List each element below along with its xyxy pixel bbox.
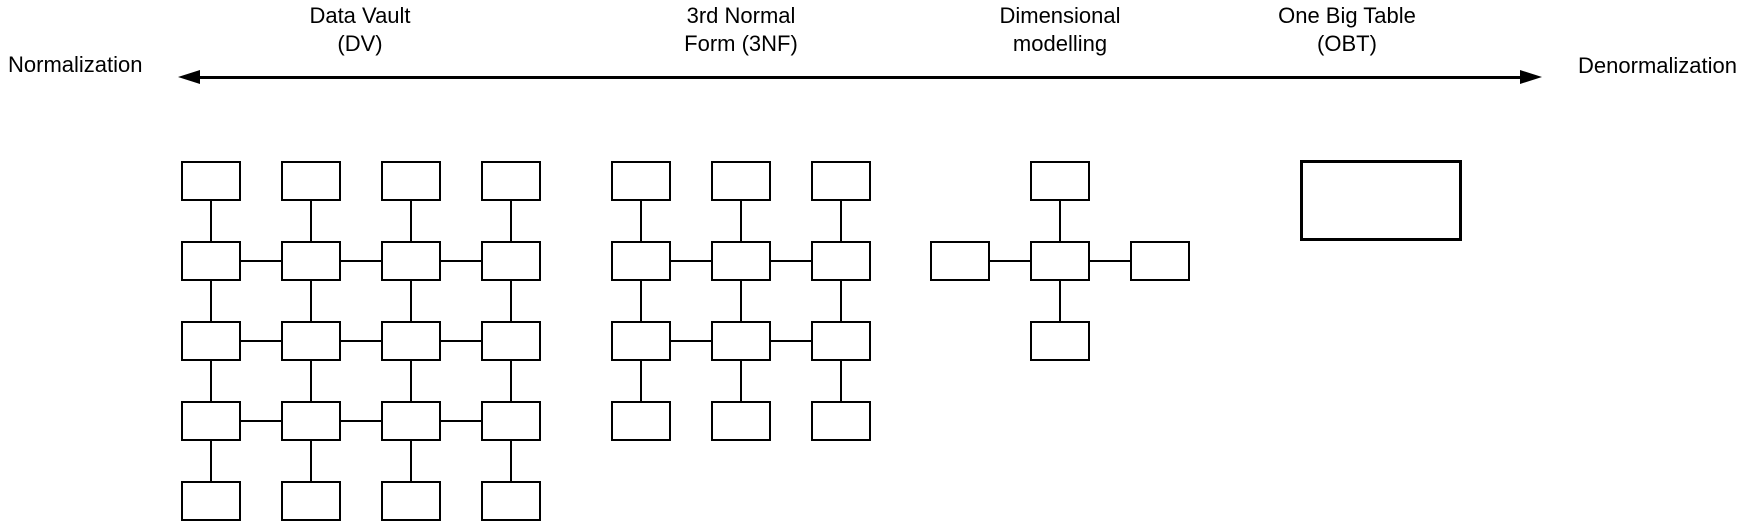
section-label-dimensional: Dimensional modelling <box>999 2 1120 58</box>
dv-table-box <box>481 161 541 201</box>
tnf-table-box <box>611 401 671 441</box>
section-label-line: Form (3NF) <box>684 31 798 56</box>
dv-h-connector <box>441 420 481 422</box>
tnf-v-connector <box>740 281 742 321</box>
section-label-line: modelling <box>1012 31 1108 56</box>
dv-v-connector <box>310 361 312 401</box>
dv-v-connector <box>510 441 512 481</box>
section-label-line: 3rd Normal <box>686 3 796 28</box>
tnf-table-box <box>611 161 671 201</box>
dim-table-box <box>1030 241 1090 281</box>
dv-v-connector <box>410 361 412 401</box>
dv-v-connector <box>210 441 212 481</box>
dv-table-box <box>181 161 241 201</box>
dv-table-box <box>181 401 241 441</box>
tnf-table-box <box>711 241 771 281</box>
dv-table-box <box>281 161 341 201</box>
denormalization-label: Denormalization <box>1578 53 1737 78</box>
tnf-v-connector <box>840 281 842 321</box>
tnf-v-connector <box>640 281 642 321</box>
dv-table-box <box>381 401 441 441</box>
arrowhead-right-icon <box>1520 70 1542 84</box>
tnf-h-connector <box>671 260 711 262</box>
dv-table-box <box>181 321 241 361</box>
tnf-v-connector <box>840 361 842 401</box>
tnf-table-box <box>711 401 771 441</box>
dv-h-connector <box>341 260 381 262</box>
section-label-line: (OBT) <box>1317 31 1377 56</box>
dv-v-connector <box>410 441 412 481</box>
dv-v-connector <box>410 281 412 321</box>
section-label-obt: One Big Table (OBT) <box>1278 2 1416 58</box>
tnf-h-connector <box>771 260 811 262</box>
dv-v-connector <box>510 201 512 241</box>
dv-table-box <box>181 241 241 281</box>
tnf-table-box <box>811 401 871 441</box>
dim-v-connector <box>1059 281 1061 321</box>
tnf-h-connector <box>771 340 811 342</box>
dv-table-box <box>381 321 441 361</box>
dv-v-connector <box>210 201 212 241</box>
dv-table-box <box>281 401 341 441</box>
tnf-table-box <box>711 321 771 361</box>
tnf-h-connector <box>671 340 711 342</box>
dv-table-box <box>481 321 541 361</box>
dv-table-box <box>381 161 441 201</box>
dv-v-connector <box>510 361 512 401</box>
arrowhead-left-icon <box>178 70 200 84</box>
tnf-table-box <box>811 321 871 361</box>
tnf-table-box <box>611 321 671 361</box>
dv-h-connector <box>341 340 381 342</box>
dv-table-box <box>181 481 241 521</box>
dv-v-connector <box>210 361 212 401</box>
spectrum-arrow-line <box>192 76 1522 79</box>
dv-h-connector <box>241 260 281 262</box>
dv-table-box <box>381 481 441 521</box>
section-label-line: One Big Table <box>1278 3 1416 28</box>
dv-h-connector <box>341 420 381 422</box>
tnf-v-connector <box>640 201 642 241</box>
dv-table-box <box>381 241 441 281</box>
dv-table-box <box>481 481 541 521</box>
normalization-label: Normalization <box>8 52 143 77</box>
tnf-table-box <box>711 161 771 201</box>
dv-h-connector <box>441 340 481 342</box>
section-label-data-vault: Data Vault (DV) <box>309 2 410 58</box>
dim-v-connector <box>1059 201 1061 241</box>
tnf-v-connector <box>640 361 642 401</box>
tnf-table-box <box>611 241 671 281</box>
dim-table-box <box>1030 161 1090 201</box>
section-label-3nf: 3rd Normal Form (3NF) <box>684 2 798 58</box>
dim-h-connector <box>1090 260 1130 262</box>
dv-v-connector <box>510 281 512 321</box>
section-label-line: Dimensional <box>999 3 1121 28</box>
obt-table-box <box>1300 160 1462 241</box>
dv-table-box <box>281 481 341 521</box>
tnf-table-box <box>811 241 871 281</box>
dv-v-connector <box>310 281 312 321</box>
dv-table-box <box>481 241 541 281</box>
dv-v-connector <box>310 441 312 481</box>
tnf-v-connector <box>840 201 842 241</box>
dv-h-connector <box>441 260 481 262</box>
dv-table-box <box>281 241 341 281</box>
tnf-v-connector <box>740 201 742 241</box>
section-label-line: Data Vault <box>309 3 411 28</box>
dim-h-connector <box>990 260 1030 262</box>
dv-v-connector <box>310 201 312 241</box>
dv-v-connector <box>410 201 412 241</box>
dim-table-box <box>1030 321 1090 361</box>
dim-table-box <box>1130 241 1190 281</box>
tnf-table-box <box>811 161 871 201</box>
dim-table-box <box>930 241 990 281</box>
tnf-v-connector <box>740 361 742 401</box>
dv-table-box <box>281 321 341 361</box>
dv-h-connector <box>241 420 281 422</box>
dv-v-connector <box>210 281 212 321</box>
dv-table-box <box>481 401 541 441</box>
dv-h-connector <box>241 340 281 342</box>
section-label-line: (DV) <box>337 31 383 56</box>
